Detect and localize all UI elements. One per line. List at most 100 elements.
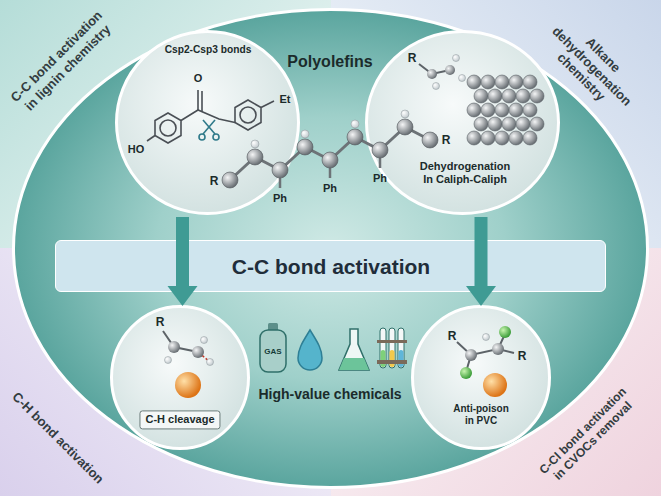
atom-label: Et — [280, 93, 291, 106]
droplet-icon — [298, 330, 322, 370]
scissors-symbol — [199, 120, 219, 140]
scissors-symbol — [213, 134, 219, 140]
lignin-fragment — [197, 90, 199, 110]
metal-surface — [530, 117, 544, 131]
ccl-activation-scene — [483, 373, 507, 397]
lignin-fragment — [147, 136, 155, 142]
polyolefin-chain — [397, 119, 413, 135]
ccl-activation-scene — [466, 355, 471, 372]
lignin-fragment — [261, 101, 274, 108]
topic-circle: RC-H cleavage — [110, 305, 250, 450]
droplet-icon — [298, 330, 322, 370]
topic-circle: Csp2-Csp3 bondsOEtHO — [115, 30, 300, 215]
metal-surface — [495, 103, 509, 117]
metal-surface — [467, 75, 481, 89]
test-tubes-icon — [377, 340, 407, 343]
polyolefin-chain — [251, 110, 409, 148]
polyolefin-chain — [247, 149, 263, 165]
metal-surface — [516, 89, 530, 103]
lignin-fragment — [155, 113, 181, 143]
polyolefin-chain — [329, 168, 332, 178]
polyolefin-chain — [222, 119, 438, 188]
ccl-activation-scene — [492, 343, 504, 355]
lignin-fragment — [181, 110, 235, 123]
atom-label: O — [194, 72, 203, 85]
ccl-activation-scene — [498, 334, 505, 349]
metal-surface — [502, 117, 516, 131]
polyolefin-chain — [347, 129, 363, 145]
lignin-fragment — [160, 120, 176, 136]
ch-activation-scene — [175, 372, 201, 398]
polyolefin-chain — [251, 140, 259, 148]
alkane-molecule — [433, 83, 440, 90]
metal-surface — [523, 103, 537, 117]
metal-surface — [467, 103, 481, 117]
polyolefin-chain — [272, 162, 288, 178]
alkane-molecule — [459, 75, 466, 82]
metal-surface — [530, 89, 544, 103]
ch-activation-scene — [163, 331, 198, 352]
icon-label: GAS — [264, 347, 281, 357]
metal-surface — [474, 117, 488, 131]
circle-caption: Anti-poison in PVC — [450, 403, 512, 427]
ellipse-outline — [367, 32, 559, 214]
metal-surface — [502, 89, 516, 103]
topic-circle: RRAnti-poison in PVC — [411, 305, 551, 450]
flask-icon — [339, 329, 369, 370]
group-label: Ph — [273, 192, 287, 205]
metal-surface — [509, 75, 523, 89]
test-tubes-icon — [389, 328, 395, 368]
polyolefin-chain — [351, 120, 359, 128]
ccl-activation-scene — [499, 326, 511, 338]
metal-surface — [495, 131, 509, 145]
ch-activation-scene — [207, 359, 214, 366]
alkane-molecule — [427, 69, 437, 79]
circle-caption: Dehydrogenation In Caliph-Caliph — [415, 160, 515, 186]
metal-surface — [488, 117, 502, 131]
circle-caption: C-H cleavage — [139, 410, 220, 429]
ch-activation-scene — [192, 346, 204, 358]
flow-arrow — [168, 217, 198, 306]
arrow-head — [168, 286, 198, 306]
ch-activation-scene — [163, 331, 214, 398]
alkane-molecule — [419, 64, 450, 74]
scissors-symbol — [203, 120, 215, 134]
ch-activation-scene — [198, 352, 210, 362]
alkane-molecule — [453, 55, 460, 62]
ccl-activation-scene — [457, 326, 514, 397]
polyolefin-chain — [279, 178, 282, 188]
arrow-shaft — [176, 217, 189, 286]
group-label: R — [442, 133, 451, 147]
metal-surface — [523, 131, 537, 145]
ch-activation-scene — [168, 341, 180, 353]
ellipse-outline — [411, 305, 551, 450]
metal-surface — [509, 103, 523, 117]
metal-surface — [481, 75, 495, 89]
group-label: R — [408, 51, 417, 65]
scissors-symbol — [199, 134, 205, 140]
ellipse-outline — [112, 307, 249, 449]
test-tubes-icon — [377, 328, 407, 368]
section-title: High-value chemicals — [258, 386, 401, 403]
ellipse-outline — [115, 30, 300, 215]
test-tubes-icon — [377, 360, 407, 364]
test-tubes-icon — [399, 350, 404, 367]
gas-cylinder-icon — [268, 323, 278, 331]
polyolefin-chain — [379, 158, 382, 168]
test-tubes-icon — [390, 350, 395, 367]
ellipse-outline — [14, 10, 648, 488]
gas-cylinder-icon — [260, 330, 286, 372]
metal-surface — [467, 131, 481, 145]
test-tubes-icon — [380, 328, 386, 368]
flask-icon — [339, 329, 369, 370]
atom-label: HO — [128, 143, 145, 156]
lignin-fragment — [201, 91, 203, 112]
banner-band: C-C bond activation — [55, 240, 606, 292]
ccl-activation-scene — [483, 334, 490, 341]
metal-surface — [488, 89, 502, 103]
test-tubes-icon — [398, 328, 404, 368]
lignin-fragment — [240, 107, 256, 123]
